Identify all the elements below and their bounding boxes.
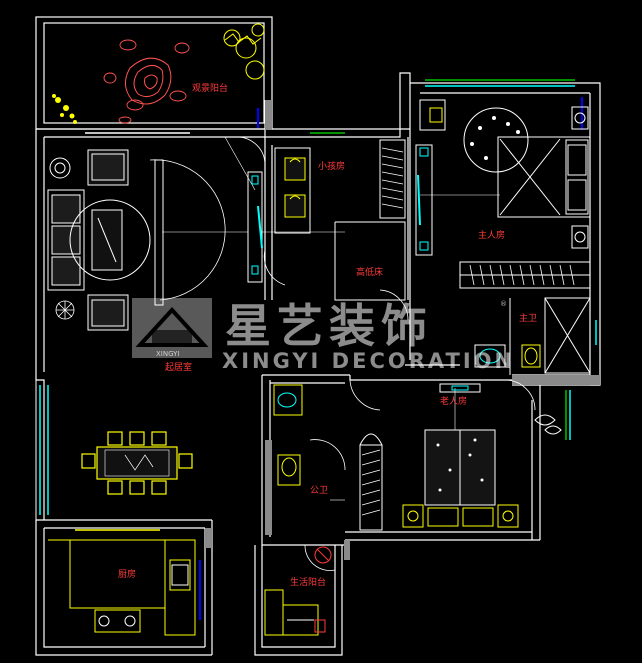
label-master-bedroom: 主人房 <box>478 229 505 241</box>
registered-mark: ® <box>500 300 507 308</box>
sofa <box>47 189 85 291</box>
wall-fills <box>35 100 600 560</box>
label-study: 小孩房 <box>318 160 345 172</box>
label-master-bath: 主卫 <box>519 312 537 324</box>
balcony-inner-wall <box>43 22 265 124</box>
scenic-garden <box>52 23 265 124</box>
kitchen-fixtures <box>48 539 196 636</box>
dining-set <box>81 431 193 495</box>
windows <box>39 79 597 531</box>
label-tatami: 高低床 <box>356 266 383 278</box>
label-public-bath: 公卫 <box>310 485 328 496</box>
label-kitchen: 厨房 <box>118 568 136 580</box>
balcony-wall <box>35 16 273 130</box>
label-utility-balcony: 生活阳台 <box>290 576 326 588</box>
room-labels: 观景阳台 小孩房 高低床 主人房 主卫 起居室 老人房 公卫 厨房 生活阳台 <box>118 82 537 588</box>
master-bath-fixtures <box>474 297 591 375</box>
living-room-furniture <box>47 149 164 331</box>
label-scenic-balcony: 观景阳台 <box>192 82 228 94</box>
watermark: XINGYI 星艺装饰 XINGYI DECORATION ® <box>132 298 515 373</box>
label-living-room: 起居室 <box>165 361 192 373</box>
watermark-brand-en: XINGYI DECORATION <box>222 349 515 373</box>
watermark-brand-cn: 星艺装饰 <box>225 299 433 353</box>
study-furniture <box>247 139 406 301</box>
public-bath-fixtures <box>273 384 303 486</box>
utility-balcony-fixtures <box>264 546 332 636</box>
doors <box>149 136 536 571</box>
elder-bedroom-furniture <box>359 383 562 531</box>
xingyi-logo: XINGYI <box>132 298 212 358</box>
master-bedroom-furniture <box>415 99 591 289</box>
logo-text: XINGYI <box>156 350 180 358</box>
guide-lines <box>162 136 500 501</box>
label-elder-bedroom: 老人房 <box>440 395 467 407</box>
